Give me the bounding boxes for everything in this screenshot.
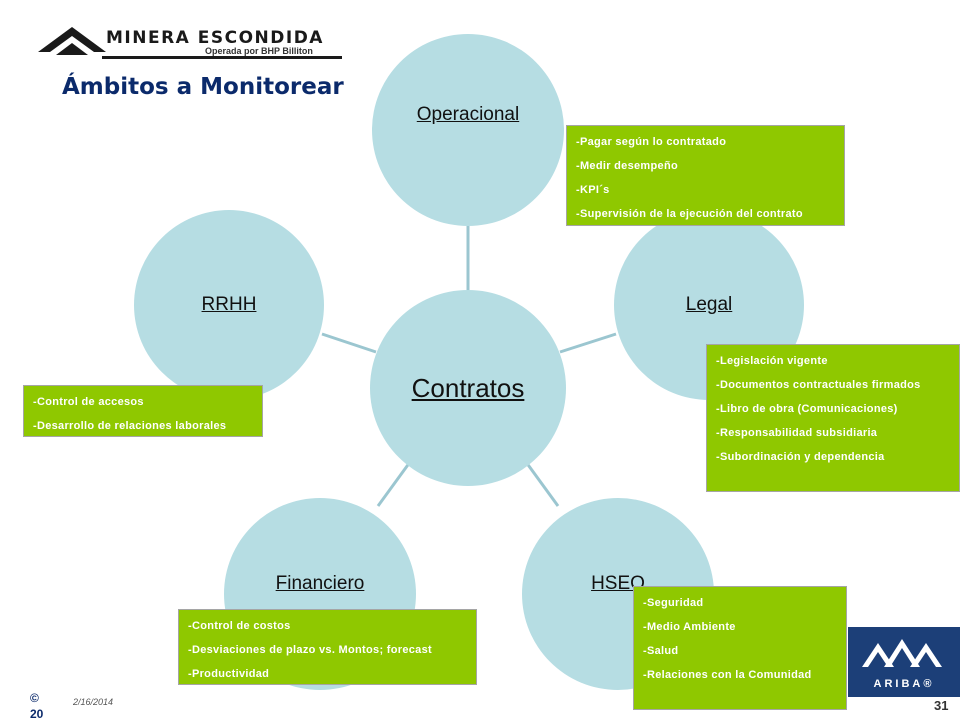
ariba-wordmark: ARIBA® xyxy=(874,678,935,690)
box-item: -Control de costos xyxy=(188,620,291,632)
connector-financiero xyxy=(376,461,412,507)
box-item: -Desarrollo de relaciones laborales xyxy=(33,420,227,432)
box-legal: -Legislación vigente -Documentos contrac… xyxy=(706,344,960,492)
box-item: -Legislación vigente xyxy=(716,355,828,367)
box-item: -Control de accesos xyxy=(33,396,144,408)
box-item: -Seguridad xyxy=(643,597,704,609)
box-rrhh: -Control de accesos -Desarrollo de relac… xyxy=(23,385,263,437)
node-legal-label[interactable]: Legal xyxy=(685,294,733,315)
box-operacional: -Pagar según lo contratado -Medir desemp… xyxy=(566,125,845,226)
page-title: Ámbitos a Monitorear xyxy=(62,74,344,100)
box-item: -Medio Ambiente xyxy=(643,621,736,633)
footer-date: 2/16/2014 xyxy=(73,697,114,707)
node-contratos: Contratos xyxy=(370,290,566,486)
copyright-symbol: © xyxy=(30,691,39,705)
box-item: -Pagar según lo contratado xyxy=(576,136,727,148)
page-number: 31 xyxy=(934,698,949,713)
box-hseq: -Seguridad -Medio Ambiente -Salud -Relac… xyxy=(633,586,847,710)
company-subtitle: Operada por BHP Billiton xyxy=(205,46,313,56)
box-item: -Responsabilidad subsidiaria xyxy=(716,427,878,439)
node-hseq-label[interactable]: HSEQ xyxy=(591,573,645,594)
box-financiero: -Control de costos -Desviaciones de plaz… xyxy=(178,609,477,685)
company-name: MINERA ESCONDIDA xyxy=(106,28,324,48)
node-operacional: Operacional xyxy=(372,34,564,226)
box-item: -Relaciones con la Comunidad xyxy=(643,669,812,681)
box-item: -KPI´s xyxy=(576,184,610,196)
node-rrhh-label[interactable]: RRHH xyxy=(201,294,257,315)
box-item: -Desviaciones de plazo vs. Montos; forec… xyxy=(188,644,432,656)
node-rrhh: RRHH xyxy=(134,210,324,400)
ariba-logo: ARIBA® xyxy=(848,627,960,697)
connector-legal xyxy=(559,332,617,354)
box-item: -Libro de obra (Comunicaciones) xyxy=(716,403,898,415)
box-item: -Productividad xyxy=(188,668,270,680)
connector-hseq xyxy=(524,461,560,507)
box-item: -Supervisión de la ejecución del contrat… xyxy=(576,208,803,220)
ariba-mark-icon: ARIBA® xyxy=(862,639,942,690)
node-operacional-label[interactable]: Operacional xyxy=(416,104,520,125)
minera-escondida-mountain-logo xyxy=(38,27,342,59)
box-item: -Medir desempeño xyxy=(576,160,678,172)
box-item: -Documentos contractuales firmados xyxy=(716,379,921,391)
box-item: -Subordinación y dependencia xyxy=(716,451,885,463)
box-item: -Salud xyxy=(643,645,679,657)
node-contratos-label[interactable]: Contratos xyxy=(411,372,525,403)
node-financiero-label[interactable]: Financiero xyxy=(275,573,365,594)
copyright-year: 20 xyxy=(30,707,44,721)
connector-rrhh xyxy=(321,332,377,354)
